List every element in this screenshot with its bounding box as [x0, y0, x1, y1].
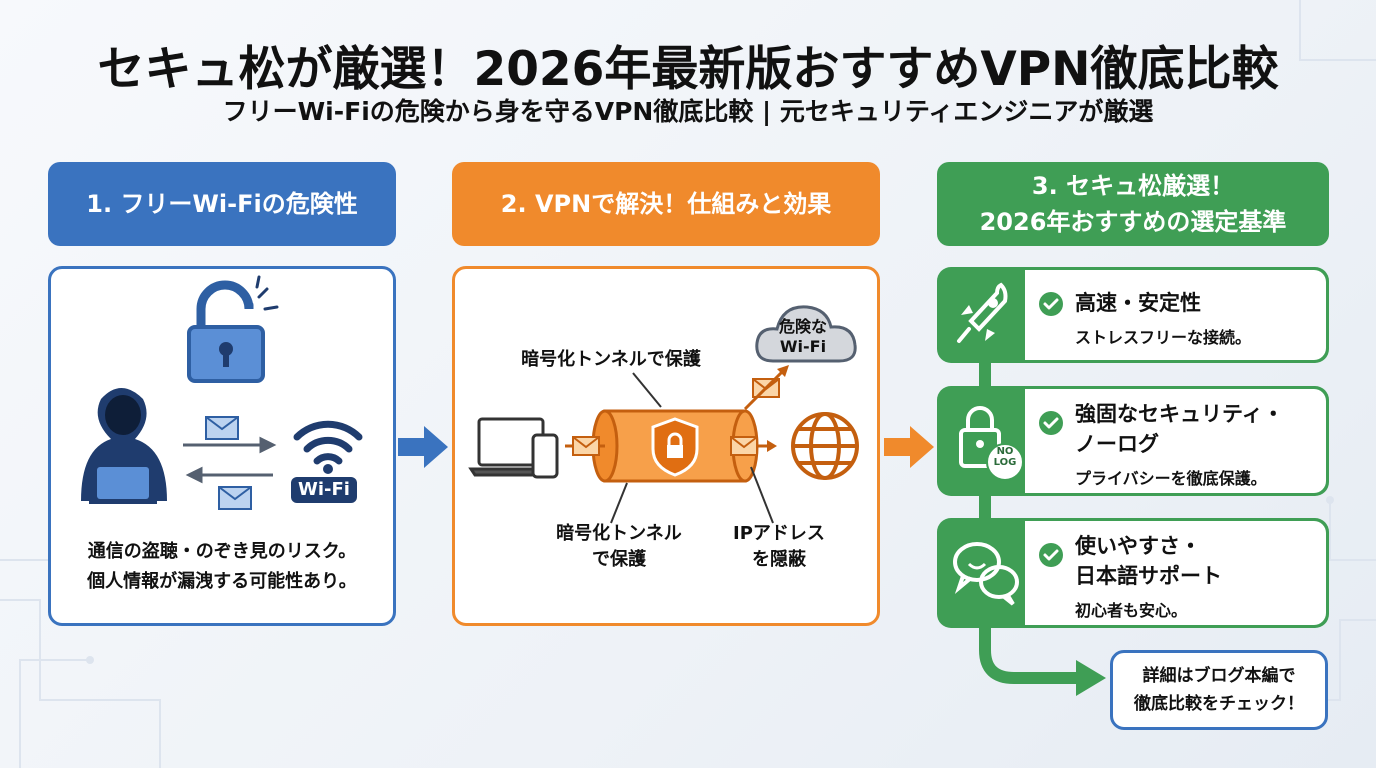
criteria-card-speed: 高速・安定性 ストレスフリーな接続。 — [937, 267, 1329, 363]
wifi-icon — [293, 420, 363, 465]
rocket-icon — [957, 282, 1008, 343]
section-3-header-line-2: 2026年おすすめの選定基準 — [979, 208, 1287, 236]
criteria-title: 高速・安定性 — [1075, 288, 1201, 318]
section-2-panel: 危険な Wi-Fi 暗号化トンネルで保護 暗号化トンネル で保護 IPアドレス … — [452, 266, 880, 626]
panel-2-illustration — [468, 305, 859, 524]
criteria-desc: 初心者も安心。 — [1075, 601, 1188, 620]
cloud-label: 危険な Wi-Fi — [753, 317, 853, 357]
hacker-icon — [81, 388, 167, 504]
criteria-title: 強固なセキュリティ・ ノーログ — [1075, 399, 1284, 459]
page-subtitle: フリーWi-Fiの危険から身を守るVPN徹底比較 | 元セキュリティエンジニアが… — [222, 97, 1154, 126]
section-1-text-line-1: 通信の盗聴・のぞき見のリスク。 — [87, 541, 357, 562]
nolog-badge-line-2: LOG — [993, 457, 1017, 468]
check-icon — [1039, 292, 1063, 316]
criteria-title-line-2: 日本語サポート — [1075, 564, 1222, 588]
criteria-connector — [979, 360, 1106, 696]
ip-hide-label-line-1: IPアドレス — [733, 523, 825, 544]
criteria-desc: プライバシーを徹底保護。 — [1075, 469, 1267, 488]
unlocked-padlock-icon — [187, 275, 279, 383]
chat-bubbles-icon — [953, 542, 1019, 606]
arrow-right-icon — [884, 426, 934, 468]
tunnel-bottom-label-line-2: で保護 — [592, 549, 646, 570]
check-icon — [1039, 411, 1063, 435]
intercept-arrows — [183, 436, 277, 484]
panel-1-illustration — [81, 275, 363, 510]
wifi-badge: Wi-Fi — [291, 477, 357, 503]
criteria-title-line-2: ノーログ — [1075, 432, 1159, 456]
cta-line-2: 徹底比較をチェック！ — [1134, 694, 1304, 714]
arrow-right-icon — [398, 426, 448, 468]
laptop-phone-icon — [468, 417, 559, 479]
criteria-title-line-1: 高速・安定性 — [1075, 291, 1201, 315]
nolog-badge: NO LOG — [981, 446, 1029, 468]
criteria-card-security: NO LOG 強固なセキュリティ・ ノーログ プライバシーを徹底保護。 — [937, 386, 1329, 496]
section-1-text-line-2: 個人情報が漏洩する可能性あり。 — [87, 571, 357, 592]
nolog-badge-line-1: NO — [996, 446, 1014, 457]
section-1-panel: Wi-Fi 通信の盗聴・のぞき見のリスク。 個人情報が漏洩する可能性あり。 — [48, 266, 396, 626]
tunnel-bottom-label-line-1: 暗号化トンネル — [556, 523, 682, 544]
section-3-header-line-1: 3. セキュ松厳選！ — [1031, 172, 1235, 200]
ip-hide-label-line-2: を隠蔽 — [752, 549, 806, 570]
criteria-title-line-1: 強固なセキュリティ・ — [1075, 402, 1284, 426]
cloud-icon — [755, 305, 857, 363]
blog-cta-box[interactable]: 詳細はブログ本編で 徹底比較をチェック！ — [1110, 650, 1328, 730]
criteria-title: 使いやすさ・ 日本語サポート — [1075, 531, 1222, 591]
cloud-label-line-1: 危険な — [778, 317, 827, 336]
ip-hide-label: IPアドレス を隠蔽 — [719, 521, 839, 573]
envelope-icon — [205, 416, 252, 510]
tunnel-bottom-label: 暗号化トンネル で保護 — [539, 521, 699, 573]
shield-lock-icon — [651, 417, 699, 477]
criteria-card-usability: 使いやすさ・ 日本語サポート 初心者も安心。 — [937, 518, 1329, 628]
section-1-text: 通信の盗聴・のぞき見のリスク。 個人情報が漏洩する可能性あり。 — [51, 537, 393, 597]
section-1-header: 1. フリーWi-Fiの危険性 — [48, 162, 396, 246]
cta-line-1: 詳細はブログ本編で — [1142, 666, 1296, 686]
section-2-header: 2. VPNで解決！仕組みと効果 — [452, 162, 880, 246]
page-title: セキュ松が厳選！2026年最新版おすすめVPN徹底比較 — [97, 42, 1279, 97]
criteria-title-line-1: 使いやすさ・ — [1075, 534, 1201, 558]
padlock-nolog-icon — [959, 406, 1024, 481]
section-3-header: 3. セキュ松厳選！ 2026年おすすめの選定基準 — [937, 162, 1329, 246]
globe-icon — [791, 412, 859, 480]
cloud-label-line-2: Wi-Fi — [779, 337, 827, 356]
criteria-desc: ストレスフリーな接続。 — [1075, 328, 1252, 347]
check-icon — [1039, 543, 1063, 567]
tunnel-top-label: 暗号化トンネルで保護 — [521, 349, 701, 370]
